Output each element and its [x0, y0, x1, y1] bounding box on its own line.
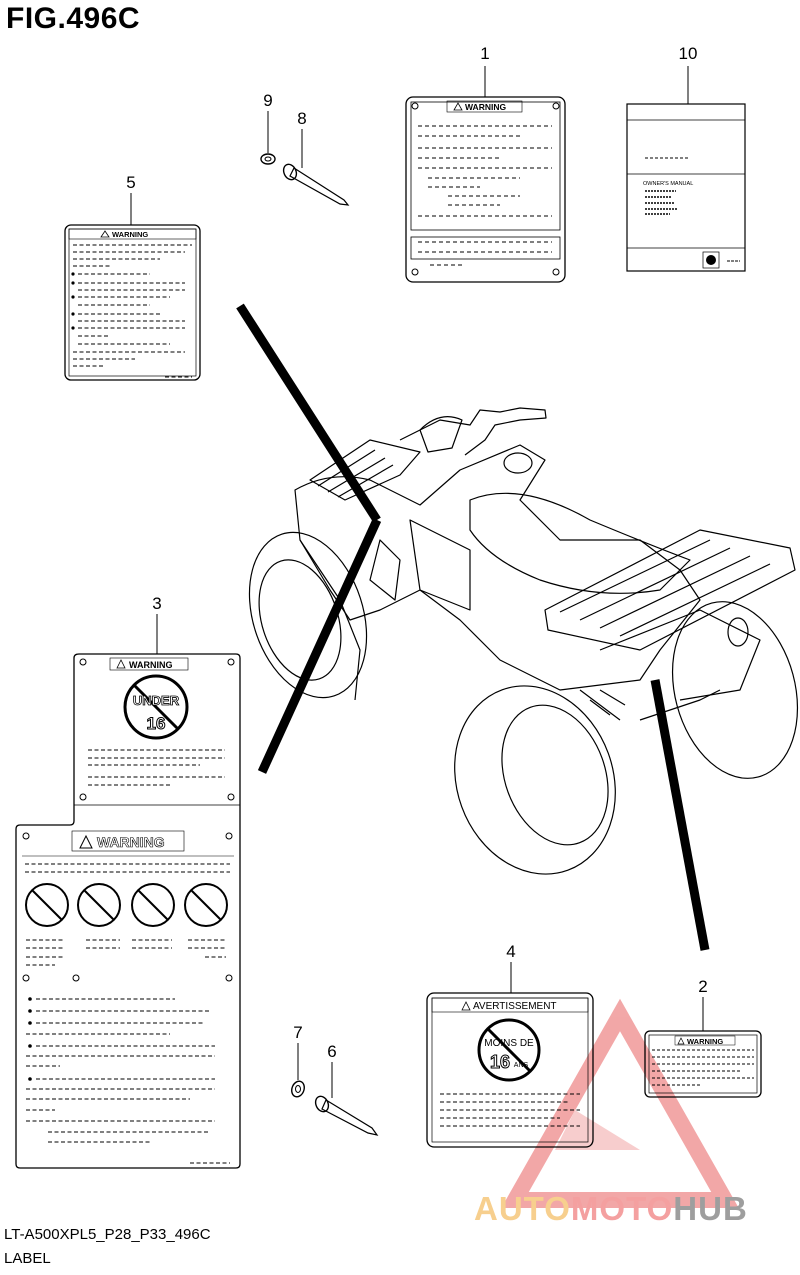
pointer-lines — [236, 303, 710, 951]
figure-label: LABEL — [4, 1250, 51, 1267]
watermark-hub: HUB — [673, 1190, 748, 1227]
warning-text: WARNING — [687, 1037, 723, 1046]
label-3: WARNING UNDER 16 WARNING — [15, 653, 241, 1169]
watermark-text: AUTOMOTOHUB — [474, 1190, 748, 1228]
watermark-auto: AUTO — [474, 1190, 571, 1227]
warning-text: WARNING — [465, 102, 506, 112]
callout-5: 5 — [126, 173, 136, 192]
watermark-logo — [501, 998, 739, 1208]
figure-code: LT-A500XPL5_P28_P33_496C — [4, 1226, 211, 1243]
owners-manual-text: OWNER'S MANUAL — [643, 181, 693, 187]
part-6-rivet — [314, 1095, 379, 1136]
moins-16-number: 16 — [490, 1052, 510, 1072]
part-9-washer — [260, 153, 276, 165]
part-7-washer — [291, 1080, 305, 1098]
watermark-moto: MOTO — [570, 1190, 674, 1227]
under-16-text: UNDER — [133, 693, 180, 708]
callout-2: 2 — [698, 977, 708, 996]
pictogram-row — [25, 883, 228, 927]
label-1: WARNING — [405, 96, 566, 283]
callout-9: 9 — [263, 91, 273, 110]
warning-text: WARNING — [129, 660, 173, 670]
callout-4: 4 — [506, 942, 516, 961]
callout-6: 6 — [327, 1042, 337, 1061]
label-2: WARNING — [644, 1030, 762, 1098]
label-4: AVERTISSEMENT MOINS DE 16 ANS — [426, 992, 594, 1148]
callout-3: 3 — [152, 594, 162, 613]
callout-10: 10 — [678, 44, 698, 63]
part-8-rivet — [282, 163, 350, 206]
figure-title: FIG.496C — [6, 2, 141, 35]
moins-de-text: MOINS DE — [484, 1038, 534, 1049]
ans-text: ANS — [514, 1062, 529, 1069]
callout-1: 1 — [480, 44, 490, 63]
leader-lines — [130, 66, 704, 1098]
avertissement-text: AVERTISSEMENT — [473, 1001, 557, 1012]
atv-illustration — [248, 407, 799, 875]
warning-text: WARNING — [97, 834, 165, 850]
label-10-owners-manual: OWNER'S MANUAL — [626, 103, 746, 272]
callout-7: 7 — [293, 1023, 303, 1042]
under-16-number: 16 — [147, 714, 166, 733]
warning-text: WARNING — [112, 230, 148, 239]
label-5: WARNING — [64, 224, 201, 381]
callout-8: 8 — [297, 109, 307, 128]
